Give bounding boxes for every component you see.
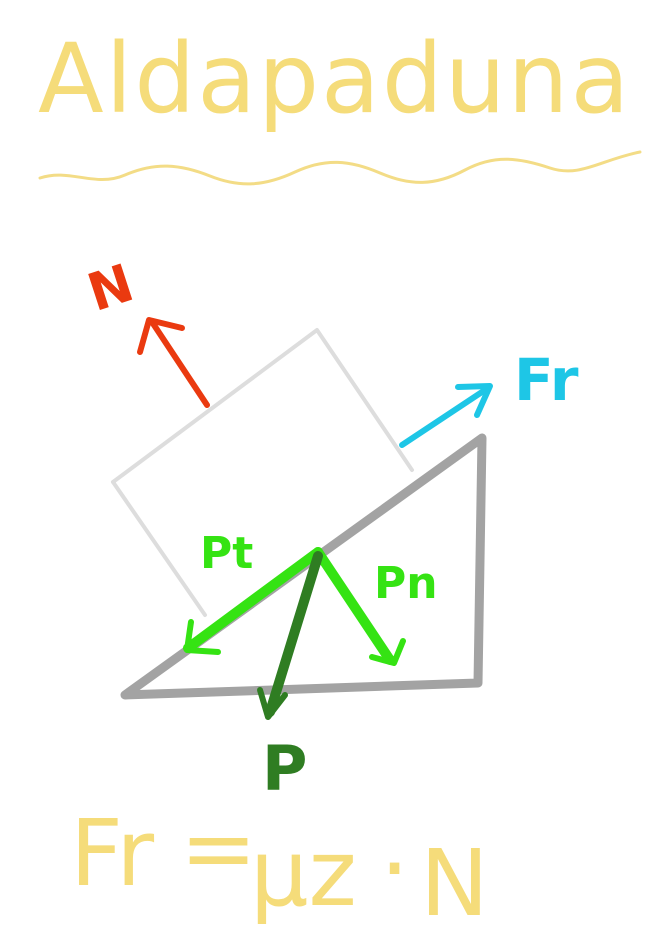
weight-arrow — [257, 551, 323, 720]
block-outline-left — [111, 480, 207, 617]
title-text: Aldapaduna — [38, 23, 631, 135]
formula-dot: · — [380, 815, 409, 922]
title-underline — [38, 150, 642, 186]
tangential-component-arrow — [183, 547, 323, 655]
normal-component-label: Pn — [374, 558, 438, 609]
friction-force-label: Fr — [514, 346, 579, 414]
normal-component-arrow — [313, 547, 406, 666]
formula-rhs: N — [420, 830, 489, 937]
normal-force-arrow — [137, 317, 210, 408]
formula-equals: = — [180, 795, 257, 902]
friction-force-arrow — [399, 383, 493, 448]
normal-force-label: N — [81, 253, 141, 324]
formula-coefficient: μz — [250, 820, 357, 927]
formula-lhs: Fr — [70, 800, 154, 907]
tangential-component-label: Pt — [200, 528, 253, 579]
weight-label: P — [262, 732, 307, 805]
block-outline — [111, 328, 414, 484]
